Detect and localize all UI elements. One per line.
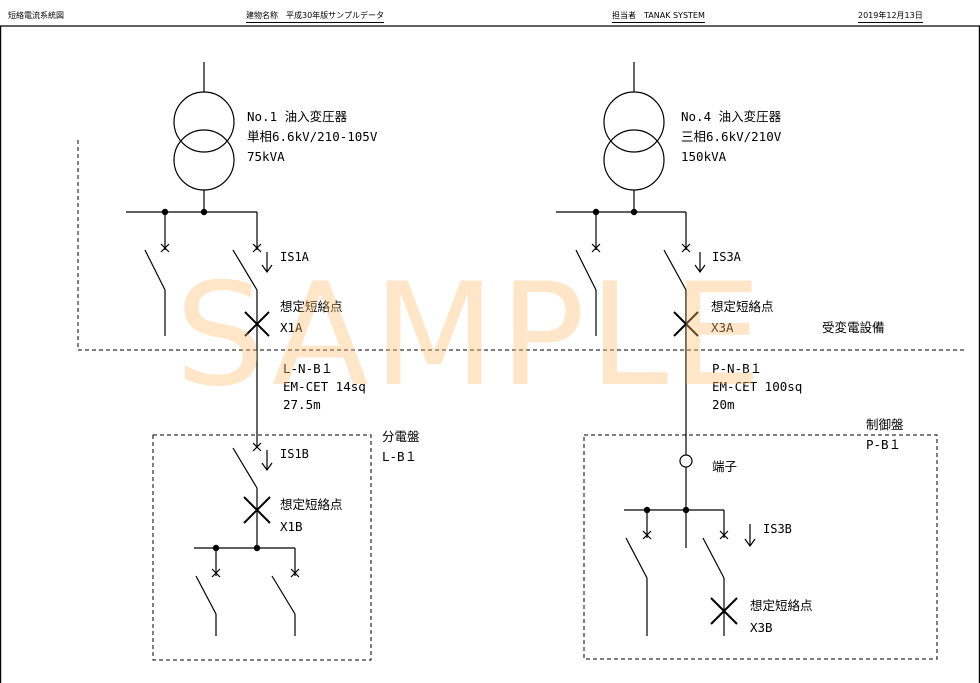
x3b-id: X3B bbox=[750, 620, 773, 635]
panel-lb1-outline bbox=[152, 434, 372, 661]
lb1-branch1-switch-blade bbox=[195, 575, 217, 615]
tr4-feeder1-breaker-mark bbox=[591, 243, 601, 253]
x1a-label: 想定短絡点 bbox=[280, 299, 343, 314]
lb1-branch2-switch-blade bbox=[271, 575, 296, 615]
x1a-id: X1A bbox=[280, 320, 303, 335]
lb1-branch1-breaker-mark bbox=[211, 568, 221, 578]
receiving-equipment-boundary bbox=[77, 140, 965, 351]
panel-pb1-name: P-B１ bbox=[866, 437, 902, 452]
receiving-equipment-label: 受変電設備 bbox=[822, 320, 885, 335]
tr1-coil-lower bbox=[173, 129, 235, 191]
pb1-bus-node-2 bbox=[682, 506, 690, 514]
pb1-branch2-breaker-mark bbox=[719, 530, 729, 540]
panel-pb1-kind: 制御盤 bbox=[866, 417, 904, 432]
x3b-fault-mark bbox=[710, 597, 738, 625]
tr4-coil-lower bbox=[603, 129, 665, 191]
cable1-length: 27.5m bbox=[283, 397, 321, 412]
tr1-feeder2-breaker-mark bbox=[252, 243, 262, 253]
panel-pb1-outline bbox=[583, 434, 938, 660]
tr1-feeder2-switch-blade bbox=[232, 249, 258, 291]
tr4-coil-upper bbox=[603, 91, 665, 153]
cable1-name: L-N-B１ bbox=[283, 361, 334, 376]
tr1-coil-upper bbox=[173, 91, 235, 153]
terminal-symbol bbox=[679, 454, 693, 468]
is3a-label: IS3A bbox=[712, 250, 741, 264]
is1a-label: IS1A bbox=[280, 250, 309, 264]
lb1-main-breaker-mark bbox=[252, 442, 262, 452]
terminal-label: 端子 bbox=[712, 459, 738, 474]
author-name: 担当者 TANAK SYSTEM bbox=[612, 10, 705, 23]
tr1-spec: 単相6.6kV/210-105V bbox=[247, 129, 378, 144]
tr1-capacity: 75kVA bbox=[247, 149, 285, 164]
building-name: 建物名称 平成30年版サンプルデータ bbox=[246, 10, 384, 23]
cable2-type: EM-CET 100sq bbox=[712, 379, 803, 394]
date: 2019年12月13日 bbox=[858, 10, 923, 23]
cable2-name: P-N-B１ bbox=[712, 361, 763, 376]
tr4-spec: 三相6.6kV/210V bbox=[681, 129, 782, 144]
is3b-label: IS3B bbox=[763, 522, 792, 536]
is3b-arrow-head bbox=[744, 538, 756, 548]
is1b-arrow-head bbox=[261, 462, 273, 472]
is3a-arrow-head bbox=[694, 264, 706, 274]
panel-lb1-name: L-B１ bbox=[382, 449, 418, 464]
lb1-branch2-breaker-mark bbox=[290, 568, 300, 578]
tr4-feeder2-breaker-mark bbox=[681, 243, 691, 253]
tr4-bus-node-2 bbox=[630, 208, 638, 216]
is1a-arrow-head bbox=[261, 264, 273, 274]
x3b-label: 想定短絡点 bbox=[750, 598, 813, 613]
x3a-label: 想定短絡点 bbox=[711, 299, 774, 314]
panel-lb1-kind: 分電盤 bbox=[382, 429, 420, 444]
pb1-branch2-switch-blade bbox=[702, 537, 725, 579]
x1b-fault-mark bbox=[243, 496, 271, 524]
tr4-feeder2-switch-blade bbox=[663, 249, 687, 291]
tr4-feeder1-switch-blade bbox=[575, 249, 597, 291]
lb1-main-switch-blade bbox=[232, 447, 258, 489]
cable1-type: EM-CET 14sq bbox=[283, 379, 366, 394]
is1b-label: IS1B bbox=[280, 447, 309, 461]
pb1-branch1-switch-blade bbox=[625, 537, 648, 579]
tr1-bus-node-2 bbox=[200, 208, 208, 216]
x1b-id: X1B bbox=[280, 519, 303, 534]
pb1-branch1-breaker-mark bbox=[642, 530, 652, 540]
x1b-label: 想定短絡点 bbox=[280, 497, 343, 512]
x1a-fault-mark bbox=[244, 311, 270, 337]
tr1-name: No.1 油入変圧器 bbox=[247, 109, 348, 124]
x3a-id: X3A bbox=[711, 320, 734, 335]
x3a-fault-mark bbox=[673, 311, 699, 337]
doc-title: 短絡電流系統図 bbox=[8, 11, 64, 20]
tr4-name: No.4 油入変圧器 bbox=[681, 109, 782, 124]
tr4-capacity: 150kVA bbox=[681, 149, 727, 164]
cable2-length: 20m bbox=[712, 397, 735, 412]
tr1-feeder1-switch-blade bbox=[144, 249, 166, 291]
tr1-feeder1-breaker-mark bbox=[160, 243, 170, 253]
lb1-bus-node-2 bbox=[253, 544, 261, 552]
